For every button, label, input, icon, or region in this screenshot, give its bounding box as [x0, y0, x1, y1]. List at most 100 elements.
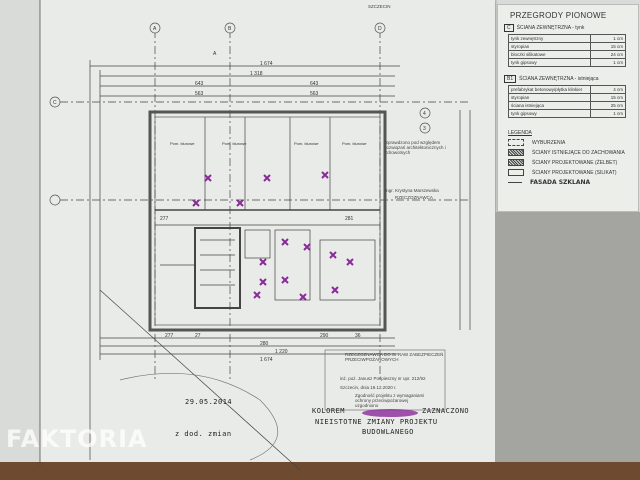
- legend-item: FASADA SZKLANA: [508, 179, 638, 186]
- legend-item: ŚCIANY PROJEKTOWANE (SILIKAT): [508, 169, 638, 176]
- dimension-label: 563: [310, 91, 319, 97]
- purple-x-mark: [259, 258, 267, 266]
- stamp-text: Sprawdzono pod względem rozwiązań archit…: [385, 140, 446, 155]
- legend-item: ŚCIANY ISTNIEJĄCE DO ZACHOWANIA: [508, 149, 638, 156]
- axis-label: 3: [423, 126, 426, 132]
- dimension-label: 1 220: [275, 349, 288, 355]
- layer-name: ściana istniejąca: [508, 101, 591, 110]
- empty-swatch-icon: [508, 169, 524, 176]
- drawing-sheet: [40, 0, 495, 466]
- hatched-swatch-icon: [508, 159, 524, 166]
- purple-x-mark: [253, 291, 261, 299]
- purple-x-mark: [281, 238, 289, 246]
- layer-thickness: 15 cm: [590, 93, 626, 102]
- layer-name: styropian: [508, 42, 591, 51]
- layer-thickness: 1 cm: [590, 109, 626, 118]
- purple-change-marks: [192, 171, 354, 301]
- stamp-text: inż. poż. Janusz Pośpieszny nr upr. 212/…: [340, 376, 426, 381]
- room-label: Pom. biurowe: [342, 141, 367, 146]
- axis-label: D: [378, 26, 382, 32]
- legend-label: FASADA SZKLANA: [530, 179, 591, 186]
- section-tag: B1: [504, 75, 517, 83]
- stamp-text: RZECZOZNAWCA: [395, 195, 433, 200]
- dimension-label: 36: [355, 333, 361, 339]
- purple-x-mark: [236, 199, 244, 207]
- legend-label: ŚCIANY PROJEKTOWANE (ŻELBET): [532, 159, 618, 166]
- layer-name: tynk gipsowy: [508, 58, 591, 67]
- dimension-label: 643: [195, 81, 204, 87]
- section-title: ŚCIANA ZEWNĘTRZNA - istniejąca: [519, 76, 599, 82]
- legend-label: ŚCIANY ISTNIEJĄCE DO ZACHOWANIA: [532, 149, 625, 156]
- watermark-logo: FAKTORIA: [6, 425, 148, 453]
- purple-x-mark: [329, 251, 337, 259]
- layer-name: bloczki silikatowe: [508, 50, 591, 59]
- room-label: Pom. biurowe: [294, 141, 319, 146]
- axis-marker-a: [149, 22, 161, 34]
- legend-title: LEGENDA: [508, 130, 532, 136]
- layer-name: prefabrykat betonowy/płytka klinkier: [508, 85, 591, 94]
- purple-x-mark: [192, 199, 200, 207]
- section-tag: C: [504, 24, 514, 32]
- legend-label: WYBURZENIA: [532, 139, 566, 146]
- section-title: ŚCIANA ZEWNĘTRZNA - tynk: [516, 25, 585, 31]
- axis-label: C: [53, 100, 57, 106]
- purple-x-mark: [281, 276, 289, 284]
- dimension-label: 1 318: [250, 71, 263, 77]
- layer-thickness: 4 cm: [590, 85, 626, 94]
- dimension-label: 277: [160, 216, 169, 222]
- dimension-label: 277: [165, 333, 174, 339]
- purple-x-mark: [299, 293, 307, 301]
- dimension-label: 1 674: [260, 357, 273, 363]
- stamp-text: RZECZOZNAWCA DO SPRAW ZABEZPIECZEŃ PRZEC…: [345, 352, 444, 362]
- purple-x-mark: [263, 174, 271, 182]
- dimension-label: 563: [195, 91, 204, 97]
- handwritten-note: z dod. zmian: [175, 430, 232, 438]
- handwritten-date: 29.05.2014: [185, 398, 233, 406]
- floor-strip: [0, 462, 640, 480]
- layer-thickness: 15 cm: [590, 42, 626, 51]
- purple-x-mark: [303, 243, 311, 251]
- layer-thickness: 24 cm: [590, 50, 626, 59]
- dimension-label: 280: [260, 341, 269, 347]
- layer-name: styropian: [508, 93, 591, 102]
- layer-thickness: 25 cm: [590, 101, 626, 110]
- layer-name: tynk zewnętrzny: [508, 34, 591, 43]
- hatched-swatch-icon: [508, 149, 524, 156]
- stamp-text: Zgodność projektu z wymaganiami ochrony …: [355, 393, 425, 408]
- purple-x-mark: [331, 286, 339, 294]
- handwritten-note: KOLOREM: [312, 407, 346, 415]
- dimension-label: 290: [320, 333, 329, 339]
- purple-x-mark: [321, 171, 329, 179]
- background-wall: [495, 212, 640, 462]
- axis-label: A: [153, 26, 157, 32]
- dimension-label: 27: [195, 333, 201, 339]
- stamp-text: SZCZECIN: [368, 4, 391, 9]
- handwritten-note: BUDOWLANEGO: [362, 428, 414, 436]
- legend-label: ŚCIANY PROJEKTOWANE (SILIKAT): [532, 169, 617, 176]
- stamp-text: mgr. Krystyna Marszewska: [385, 188, 439, 193]
- legend-item: ŚCIANY PROJEKTOWANE (ŻELBET): [508, 159, 638, 166]
- dimension-label: 1 674: [260, 61, 273, 67]
- stamp-text: Szczecin, dnia 19.12.2020 r.: [340, 385, 397, 390]
- dashed-swatch-icon: [508, 139, 524, 146]
- legend-item: WYBURZENIA: [508, 139, 638, 146]
- legend-heading: PRZEGRODY PIONOWE: [510, 11, 607, 20]
- line-swatch-icon: [508, 182, 522, 183]
- section-label: A: [213, 51, 217, 57]
- room-label: Pom. biurowe: [222, 141, 247, 146]
- layer-name: tynk gipsowy: [508, 109, 591, 118]
- axis-label: B: [228, 26, 232, 32]
- marker-highlight: [362, 409, 418, 417]
- handwritten-note: NIEISTOTNE ZMIANY PROJEKTU: [315, 418, 438, 426]
- room-label: Pom. biurowe: [170, 141, 195, 146]
- axis-marker-b: [224, 22, 236, 34]
- axis-label: 4: [423, 111, 426, 117]
- purple-x-mark: [204, 174, 212, 182]
- handwritten-note: ZAZNACZONO: [422, 407, 470, 415]
- purple-x-mark: [259, 278, 267, 286]
